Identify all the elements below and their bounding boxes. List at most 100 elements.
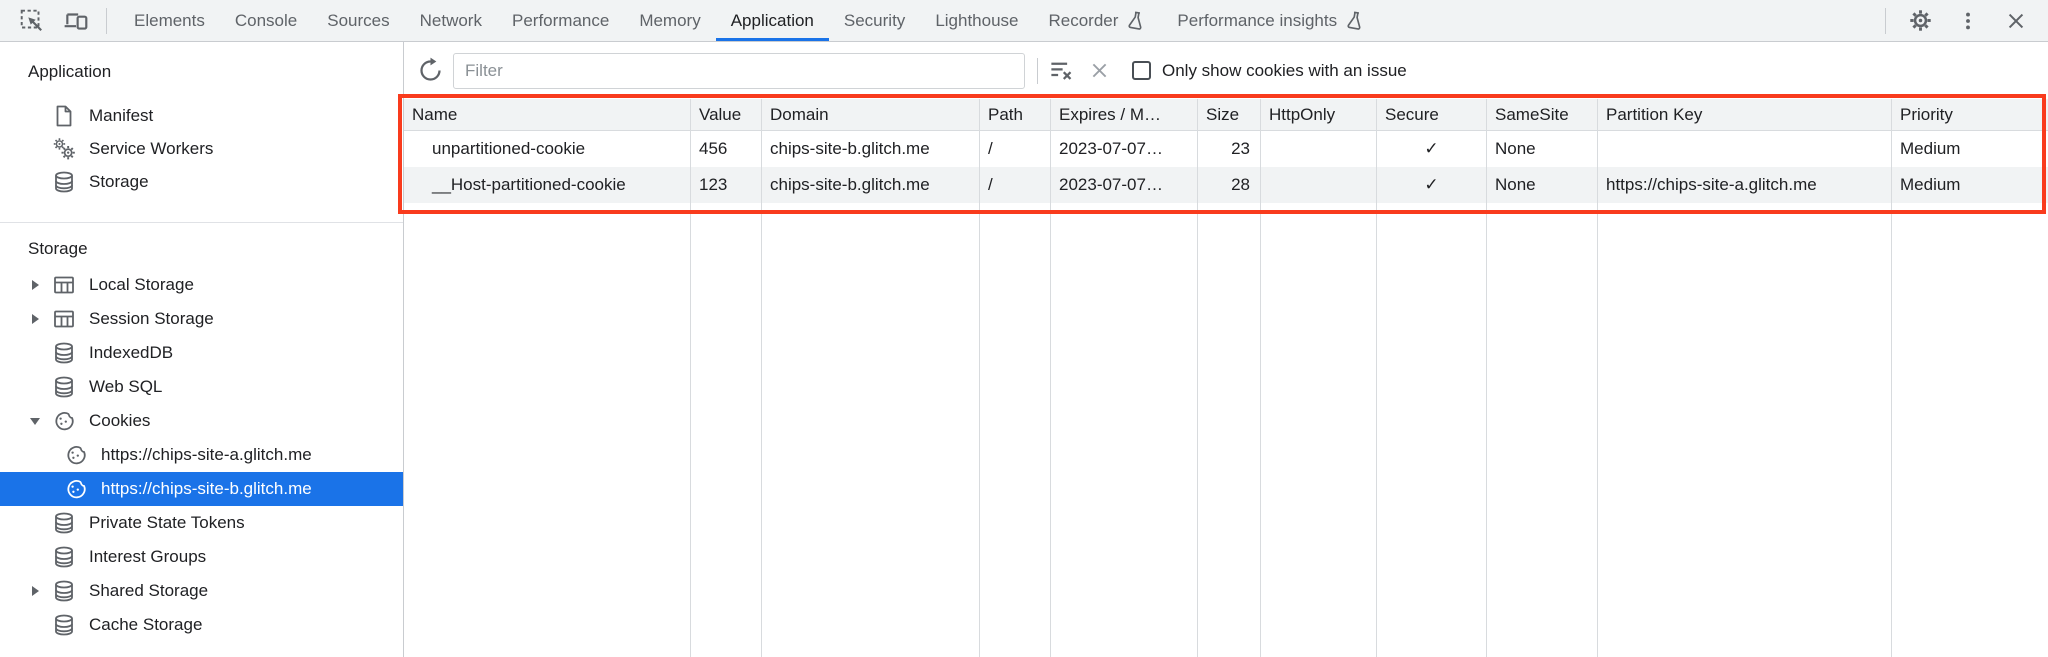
- three-dot-menu-icon[interactable]: [1954, 7, 1982, 35]
- column-header-expires[interactable]: Expires / M…: [1051, 99, 1198, 131]
- tab-elements[interactable]: Elements: [134, 10, 205, 30]
- column-header-httponly[interactable]: HttpOnly: [1261, 99, 1377, 131]
- sidebar-item-cookies[interactable]: Cookies: [0, 404, 403, 438]
- column-header-domain[interactable]: Domain: [762, 99, 980, 131]
- cell-path: /: [980, 131, 1051, 167]
- sidebar-item-cookies-chips-site-a[interactable]: https://chips-site-a.glitch.me: [0, 438, 403, 472]
- column-header-samesite[interactable]: SameSite: [1487, 99, 1598, 131]
- tab-memory[interactable]: Memory: [639, 10, 701, 30]
- column-header-partition-key[interactable]: Partition Key: [1598, 99, 1892, 131]
- database-icon: [52, 341, 76, 365]
- application-sidebar: Application Manifest Service Workers Sto…: [0, 42, 404, 657]
- tab-network[interactable]: Network: [419, 10, 482, 30]
- tab-lighthouse[interactable]: Lighthouse: [935, 10, 1019, 30]
- tab-console[interactable]: Console: [234, 10, 298, 30]
- cell-expires: 2023-07-07…: [1051, 167, 1198, 203]
- grid-filler: [1377, 203, 1487, 657]
- tab-recorder[interactable]: Recorder: [1034, 0, 1163, 41]
- sidebar-item-shared-storage[interactable]: Shared Storage: [0, 574, 403, 608]
- sidebar-item-interest-groups[interactable]: Interest Groups: [0, 540, 403, 574]
- sidebar-item-label: IndexedDB: [89, 343, 174, 362]
- sidebar-item-manifest[interactable]: Manifest: [0, 99, 403, 132]
- triangle-right-icon[interactable]: [31, 314, 39, 324]
- sidebar-item-cache-storage[interactable]: Cache Storage: [0, 608, 403, 642]
- toggle-device-toolbar-icon[interactable]: [62, 7, 90, 35]
- sidebar-section-divider: [0, 222, 403, 223]
- toolbar-separator: [1885, 7, 1886, 34]
- cookies-toolbar: Only show cookies with an issue: [404, 42, 2048, 99]
- cookie-icon: [64, 477, 88, 501]
- sidebar-item-indexeddb[interactable]: IndexedDB: [0, 336, 403, 370]
- database-icon: [52, 613, 76, 637]
- sidebar-item-label: Shared Storage: [89, 581, 209, 600]
- column-header-name[interactable]: Name: [404, 99, 691, 131]
- grid-filler: [762, 203, 980, 657]
- inspect-cursor-icon[interactable]: [18, 7, 46, 35]
- column-header-size[interactable]: Size: [1198, 99, 1261, 131]
- sidebar-item-cookies-chips-site-b-selected[interactable]: https://chips-site-b.glitch.me: [0, 472, 403, 506]
- sidebar-item-session-storage[interactable]: Session Storage: [0, 302, 403, 336]
- sidebar-item-label: https://chips-site-b.glitch.me: [101, 479, 312, 498]
- sidebar-item-label: Local Storage: [89, 275, 194, 294]
- sidebar-item-web-sql[interactable]: Web SQL: [0, 370, 403, 404]
- tab-performance-insights[interactable]: Performance insights: [1162, 0, 1381, 41]
- cell-priority: Medium: [1892, 167, 2048, 203]
- cell-name: __Host-partitioned-cookie: [404, 167, 691, 203]
- only-issue-cookies-label: Only show cookies with an issue: [1162, 60, 1407, 80]
- clear-x-icon[interactable]: [1089, 60, 1110, 81]
- cell-path: /: [980, 167, 1051, 203]
- cell-value: 456: [691, 131, 762, 167]
- panel-tabs: Elements Console Sources Network Perform…: [119, 0, 1381, 41]
- clear-filter-icon[interactable]: [1048, 57, 1075, 84]
- database-icon: [52, 375, 76, 399]
- cell-size: 28: [1198, 167, 1261, 203]
- grid-filler: [1198, 203, 1261, 657]
- column-header-path[interactable]: Path: [980, 99, 1051, 131]
- grid-filler: [980, 203, 1051, 657]
- cookie-icon: [52, 409, 76, 433]
- double-gear-icon: [52, 137, 76, 161]
- flask-icon: [1125, 10, 1147, 32]
- database-icon: [52, 170, 76, 194]
- cookies-panel: Only show cookies with an issue Name Val…: [398, 42, 2048, 657]
- cell-samesite: None: [1487, 167, 1598, 203]
- devtools-tab-bar: Elements Console Sources Network Perform…: [0, 0, 2048, 42]
- sidebar-item-label: Interest Groups: [89, 547, 207, 566]
- cell-secure-checkmark: ✓: [1377, 131, 1487, 167]
- column-header-secure[interactable]: Secure: [1377, 99, 1487, 131]
- sidebar-item-label: Manifest: [89, 105, 154, 125]
- column-header-value[interactable]: Value: [691, 99, 762, 131]
- close-icon[interactable]: [2002, 7, 2030, 35]
- cell-domain: chips-site-b.glitch.me: [762, 131, 980, 167]
- sidebar-item-local-storage[interactable]: Local Storage: [0, 268, 403, 302]
- sidebar-item-private-state-tokens[interactable]: Private State Tokens: [0, 506, 403, 540]
- cell-httponly: [1261, 131, 1377, 167]
- tab-sources[interactable]: Sources: [327, 10, 390, 30]
- sidebar-item-label: Storage: [89, 171, 149, 191]
- tab-security[interactable]: Security: [843, 10, 906, 30]
- cell-size: 23: [1198, 131, 1261, 167]
- cookie-icon: [64, 443, 88, 467]
- sidebar-item-label: Session Storage: [89, 309, 214, 328]
- flask-icon: [1344, 10, 1366, 32]
- table-grid-icon: [52, 273, 76, 297]
- tab-performance[interactable]: Performance: [511, 10, 610, 30]
- grid-filler: [1598, 203, 1892, 657]
- sidebar-item-label: Cookies: [89, 411, 151, 430]
- cell-value: 123: [691, 167, 762, 203]
- only-issue-cookies-checkbox[interactable]: [1132, 61, 1151, 80]
- sidebar-item-storage[interactable]: Storage: [0, 165, 403, 198]
- database-icon: [52, 511, 76, 535]
- triangle-right-icon[interactable]: [31, 586, 39, 596]
- cell-samesite: None: [1487, 131, 1598, 167]
- sidebar-item-service-workers[interactable]: Service Workers: [0, 132, 403, 165]
- grid-filler: [404, 203, 691, 657]
- tab-application[interactable]: Application: [716, 0, 829, 41]
- column-header-priority[interactable]: Priority: [1892, 99, 2048, 131]
- triangle-down-icon[interactable]: [30, 417, 40, 425]
- gear-icon[interactable]: [1906, 7, 1934, 35]
- cookie-filter-input[interactable]: [453, 52, 1025, 89]
- cell-name: unpartitioned-cookie: [404, 131, 691, 167]
- triangle-right-icon[interactable]: [31, 280, 39, 290]
- refresh-icon[interactable]: [417, 57, 444, 84]
